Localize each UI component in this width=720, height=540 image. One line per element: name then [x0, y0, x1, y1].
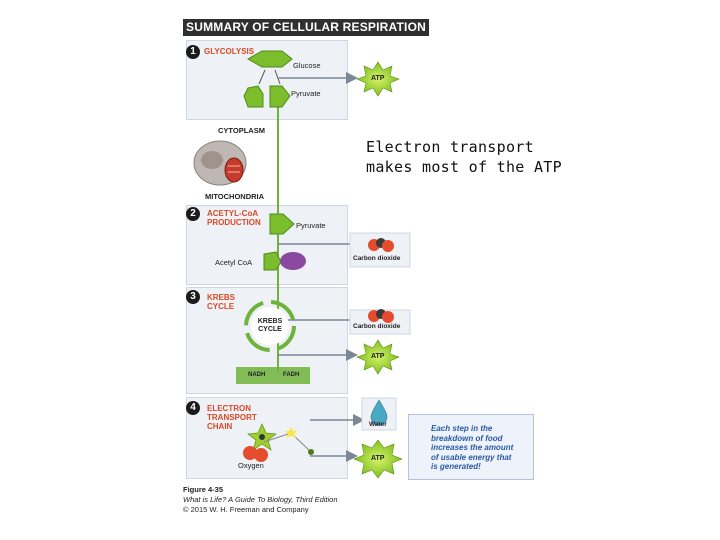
coa-purple-shape	[280, 252, 306, 270]
oxygen-label: Oxygen	[238, 461, 264, 470]
callout-line-4: of usable energy that	[431, 452, 512, 462]
nadh-label: NADH	[248, 372, 266, 378]
step-4-label-line-2: TRANSPORT	[207, 413, 257, 422]
callout-line-2: breakdown of food	[431, 433, 503, 443]
cytoplasm-label: CYTOPLASM	[218, 126, 265, 135]
glucose-label: Glucose	[293, 61, 321, 70]
krebs-cycle-ring	[244, 300, 296, 352]
water-drop	[370, 399, 388, 426]
co2-molecule-1	[368, 238, 394, 252]
callout-line-3: increases the amount	[431, 443, 514, 453]
callout-text: Each step in the breakdown of food incre…	[431, 424, 513, 472]
step-1-number: 1	[186, 45, 200, 59]
water-label: Water	[369, 421, 387, 428]
callout-line-5: is generated!	[431, 462, 481, 472]
oxygen-atom-2	[254, 448, 268, 462]
acetyl-coa-label: Acetyl CoA	[215, 258, 253, 267]
krebs-center-label: KREBS CYCLE	[255, 318, 285, 334]
overlay-note: Electron transport makes most of the ATP	[366, 137, 562, 177]
co2-label-2: Carbon dioxide	[353, 323, 401, 330]
caption-source: What is Life? A Guide To Biology, Third …	[183, 495, 338, 504]
electron-spark	[285, 427, 297, 438]
pyruvate-step2	[269, 213, 295, 235]
step-4-number: 4	[186, 401, 200, 415]
atp-burst-2	[356, 339, 400, 375]
glucose-molecule	[246, 50, 293, 68]
callout-line-1: Each step in the	[431, 424, 493, 433]
co2-molecule-2	[368, 309, 394, 323]
pyruvate-half-right	[269, 85, 291, 108]
pyruvate-half-left	[243, 85, 264, 108]
step-2-number: 2	[186, 207, 200, 221]
figure-caption: Figure 4-35 What is Life? A Guide To Bio…	[183, 485, 338, 515]
step-4-label: ELECTRON TRANSPORT CHAIN	[207, 404, 257, 431]
electron-carrier-band	[236, 367, 310, 384]
oxygen-atom-1	[243, 446, 257, 460]
step-4-label-line-1: ELECTRON	[207, 404, 251, 413]
atp-label-1: ATP	[371, 75, 385, 82]
diagram-title: SUMMARY OF CELLULAR RESPIRATION	[183, 19, 429, 36]
atp-burst-1	[356, 61, 400, 97]
step-1-label: GLYCOLYSIS	[204, 47, 255, 56]
krebs-center-line-2: CYCLE	[258, 326, 282, 333]
step-4-label-line-3: CHAIN	[207, 422, 233, 431]
atp-label-2: ATP	[371, 353, 385, 360]
atp-burst-3	[353, 439, 403, 479]
step-2-label-line-2: PRODUCTION	[207, 218, 261, 227]
caption-copyright: © 2015 W. H. Freeman and Company	[183, 505, 309, 514]
pyruvate-label-2: Pyruvate	[296, 221, 326, 230]
caption-figure: Figure 4-35	[183, 485, 224, 494]
co2-label-1: Carbon dioxide	[353, 255, 401, 262]
acetyl-coa-panel	[186, 205, 348, 285]
step-2-label-line-1: ACETYL-CoA	[207, 209, 259, 218]
step-3-label-line-1: KREBS	[207, 293, 236, 302]
step-2-label: ACETYL-CoA PRODUCTION	[207, 209, 261, 227]
mitochondria-label: MITOCHONDRIA	[205, 192, 265, 201]
step-3-label-line-2: CYCLE	[207, 302, 235, 311]
callout-box	[408, 414, 534, 480]
krebs-center-line-1: KREBS	[257, 318, 283, 325]
overlay-line-1: Electron transport	[366, 138, 534, 156]
step-3-number: 3	[186, 290, 200, 304]
step-3-label: KREBS CYCLE	[207, 293, 235, 311]
acetyl-green-shape	[263, 251, 282, 271]
mitochondrion-image	[224, 157, 244, 183]
atp-label-3: ATP	[371, 455, 385, 462]
overlay-line-2: makes most of the ATP	[366, 158, 562, 176]
fadh-label: FADH	[283, 372, 300, 378]
pyruvate-label-1: Pyruvate	[291, 89, 321, 98]
